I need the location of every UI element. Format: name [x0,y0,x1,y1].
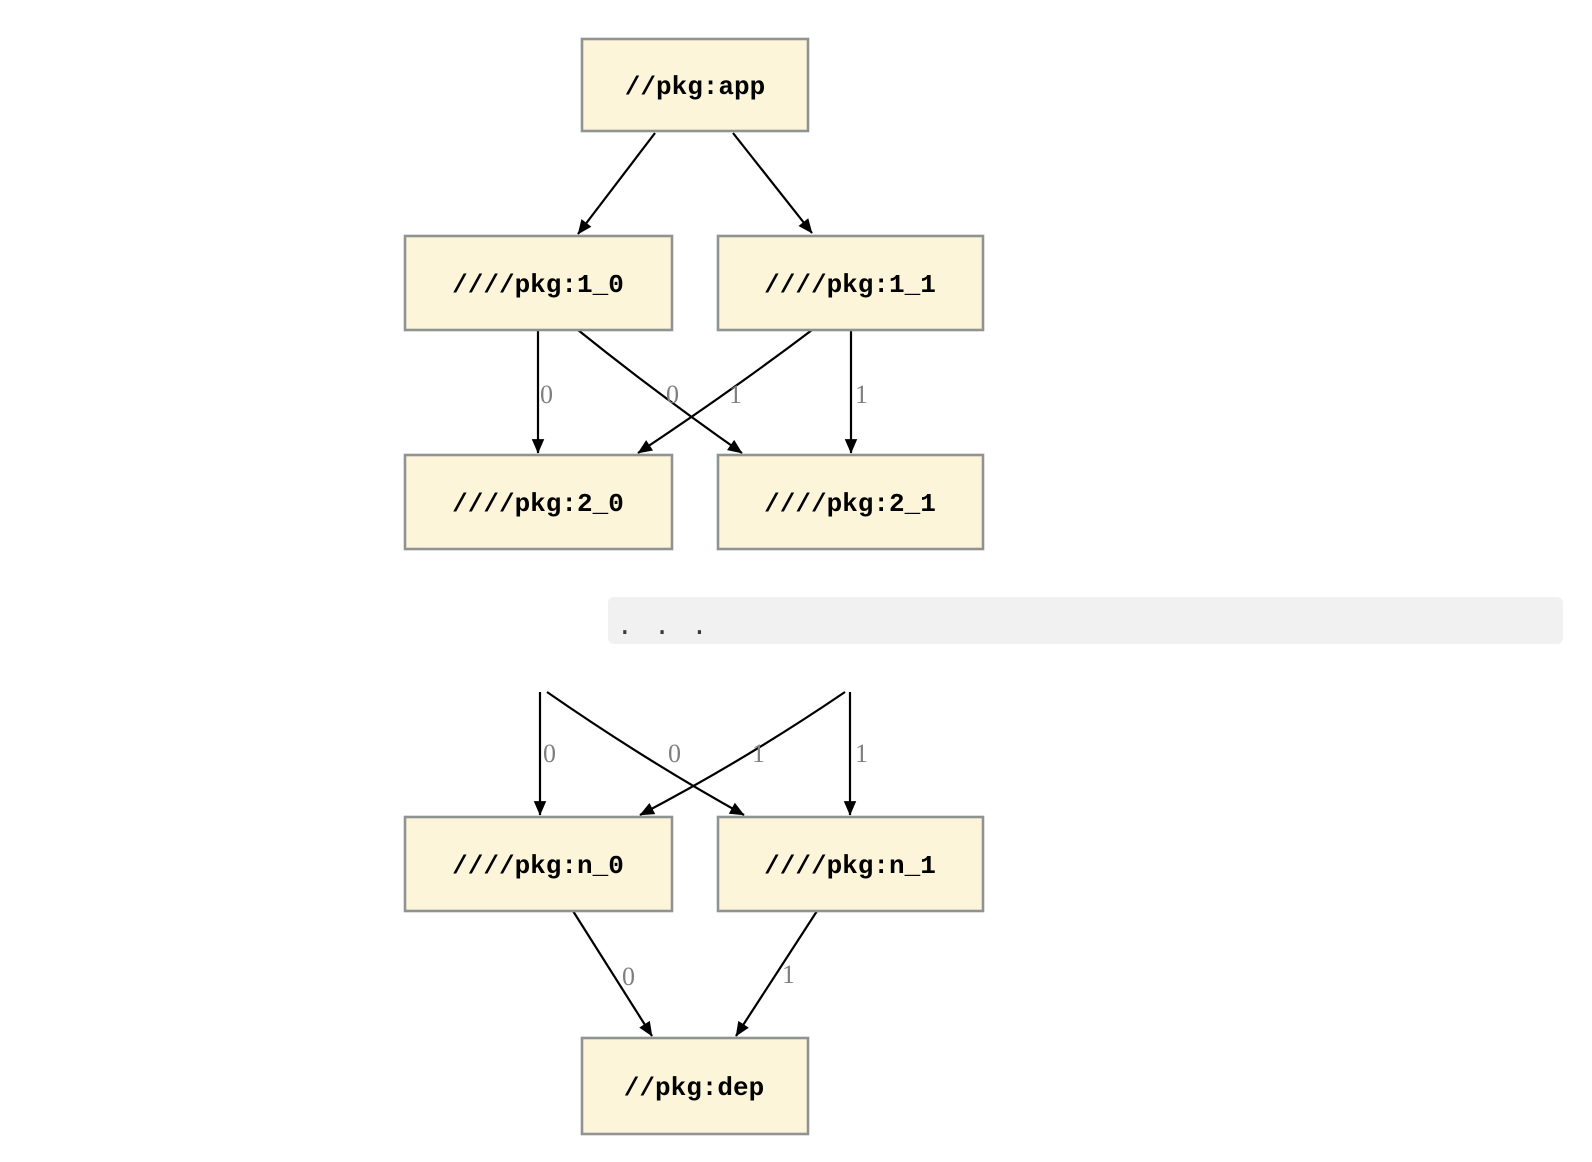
node-pkg-n-1-box [716,815,985,913]
node-pkg-1-0-box [403,234,674,332]
node-pkg-1-0-label: ////pkg:1_0 [452,270,624,300]
node-pkg-n-1: ////pkg:n_1 [716,815,985,913]
node-pkg-1-1: ////pkg:1_1 [716,234,985,332]
edge-label-ellipsis-to-n-1-diagonal: 1 [752,739,765,768]
edge-label-1-1-to-2-1: 1 [855,380,868,409]
node-pkg-dep: //pkg:dep [580,1036,810,1136]
edge-n-1-to-dep [735,910,818,1037]
node-pkg-n-0-box [403,815,674,913]
node-pkg-2-1-label: ////pkg:2_1 [764,489,936,519]
edge-1-0-to-2-1 [577,329,743,454]
edge-ellipsis-to-n-0-diagonal [639,691,846,816]
node-pkg-1-0: ////pkg:1_0 [403,234,674,332]
edge-n-0-to-dep [572,910,653,1037]
edge-label-n-1-to-dep: 1 [782,960,795,989]
node-pkg-1-1-label: ////pkg:1_1 [764,270,936,300]
edge-app-to-1-1 [732,132,813,234]
node-pkg-2-0: ////pkg:2_0 [403,453,674,551]
edge-label-1-1-to-2-0: 0 [666,380,679,409]
node-pkg-2-1-box [716,453,985,551]
node-pkg-dep-box [580,1036,810,1136]
node-pkg-1-1-box [716,234,985,332]
node-pkg-2-0-label: ////pkg:2_0 [452,489,624,519]
ellipsis-dots: . . . [617,611,710,641]
node-pkg-n-0: ////pkg:n_0 [403,815,674,913]
node-pkg-n-0-label: ////pkg:n_0 [452,851,624,881]
node-pkg-n-1-label: ////pkg:n_1 [764,851,936,881]
edge-label-1-0-to-2-0: 0 [540,380,553,409]
node-pkg-2-0-box [403,453,674,551]
node-pkg-app-box [580,37,810,133]
node-pkg-2-1: ////pkg:2_1 [716,453,985,551]
edge-label-1-0-to-2-1: 1 [729,380,742,409]
node-pkg-app-label: //pkg:app [625,72,765,102]
edge-app-to-1-0 [577,132,656,235]
edge-label-ellipsis-to-n-0-vertical: 0 [543,739,556,768]
edge-label-ellipsis-to-n-0-diagonal: 0 [668,739,681,768]
edge-label-n-0-to-dep: 0 [622,962,635,991]
edge-label-ellipsis-to-n-1-vertical: 1 [855,739,868,768]
edge-1-1-to-2-0 [637,329,813,454]
node-pkg-dep-label: //pkg:dep [624,1073,764,1103]
edge-ellipsis-to-n-1-diagonal [546,691,745,816]
node-pkg-app: //pkg:app [580,37,810,133]
ellipsis-bar [608,597,1563,644]
